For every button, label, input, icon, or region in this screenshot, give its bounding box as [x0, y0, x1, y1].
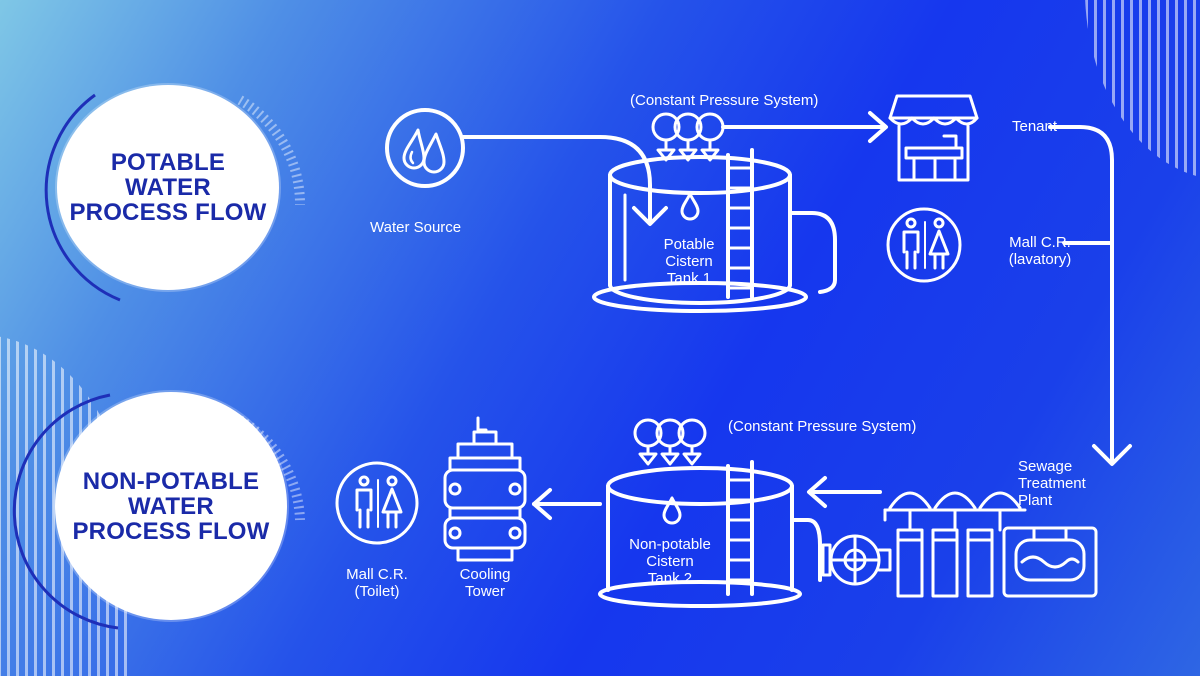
tank2-label-line-1: Non-potable	[629, 536, 711, 553]
sewage-treatment-plant-icon	[883, 491, 1098, 598]
toilet-label-line-2: (Toilet)	[354, 583, 400, 600]
tank2-label: Non-potable Cistern Tank 2	[622, 536, 718, 587]
sewage-label: Sewage Treatment Plant	[1018, 458, 1086, 509]
lavatory-label-line-2: (lavatory)	[1008, 251, 1072, 268]
pressure-label-bottom: (Constant Pressure System)	[728, 418, 917, 435]
restroom-icon-lavatory	[886, 207, 962, 283]
cooling-tower-icon	[443, 416, 527, 562]
arrowhead-into-tank1	[632, 206, 668, 226]
constant-pressure-pumps-bottom-icon	[633, 418, 707, 466]
tank1-label-line-1: Potable	[663, 236, 715, 253]
nonpotable-title-line-3: PROCESS FLOW	[72, 517, 270, 545]
potable-title-circle: POTABLE WATER PROCESS FLOW	[57, 85, 279, 290]
constant-pressure-pumps-top-icon	[651, 112, 725, 162]
toilet-label-line-1: Mall C.R.	[346, 566, 408, 583]
tank2-label-line-2: Cistern	[646, 553, 694, 570]
tank1-label: Potable Cistern Tank 1	[654, 236, 724, 287]
tank2-label-line-3: Tank 2	[647, 570, 693, 587]
tenant-label: Tenant	[1012, 118, 1058, 135]
potable-title: POTABLE WATER PROCESS FLOW	[69, 150, 266, 225]
sewage-label-line-3: Plant	[1018, 492, 1053, 509]
flow-arrow-source-to-tank1	[461, 135, 652, 224]
nonpotable-title-line-2: WATER	[128, 492, 214, 520]
arrowhead-to-sewage	[1092, 444, 1132, 466]
lavatory-label-line-1: Mall C.R.	[1009, 234, 1071, 251]
tank1-label-line-2: Cistern	[665, 253, 713, 270]
arrowhead-to-cooling	[532, 488, 552, 520]
nonpotable-title-circle: NON-POTABLE WATER PROCESS FLOW	[55, 392, 287, 620]
potable-cistern-tank-1-icon	[592, 148, 837, 313]
potable-title-line-3: PROCESS FLOW	[69, 199, 267, 226]
water-source-label: Water Source	[370, 219, 462, 236]
potable-title-line-1: POTABLE	[110, 149, 226, 176]
water-drops-icon	[385, 108, 465, 188]
pressure-label-top: (Constant Pressure System)	[630, 92, 819, 109]
sewage-label-line-2: Treatment	[1018, 475, 1086, 492]
flow-line-tenant-to-sewage	[1048, 125, 1114, 464]
filter-valve-icon	[821, 534, 892, 586]
restroom-icon-toilet	[335, 461, 419, 545]
lavatory-label: Mall C.R. (lavatory)	[1005, 234, 1075, 268]
arrowhead-to-tank2	[807, 476, 827, 508]
cooling-label-line-1: Cooling	[459, 566, 511, 583]
nonpotable-title: NON-POTABLE WATER PROCESS FLOW	[72, 469, 269, 544]
nonpotable-title-line-1: NON-POTABLE	[82, 467, 260, 495]
arrowhead-to-tenant	[868, 111, 888, 143]
cooling-tower-label: Cooling Tower	[450, 566, 520, 600]
sewage-label-line-1: Sewage	[1018, 458, 1073, 475]
cooling-label-line-2: Tower	[464, 583, 505, 600]
shop-stall-icon	[888, 94, 979, 182]
nonpotable-cistern-tank-2-icon	[598, 460, 822, 608]
toilet-label: Mall C.R. (Toilet)	[342, 566, 412, 600]
tank1-label-line-3: Tank 1	[666, 270, 712, 287]
potable-title-line-2: WATER	[125, 174, 211, 201]
